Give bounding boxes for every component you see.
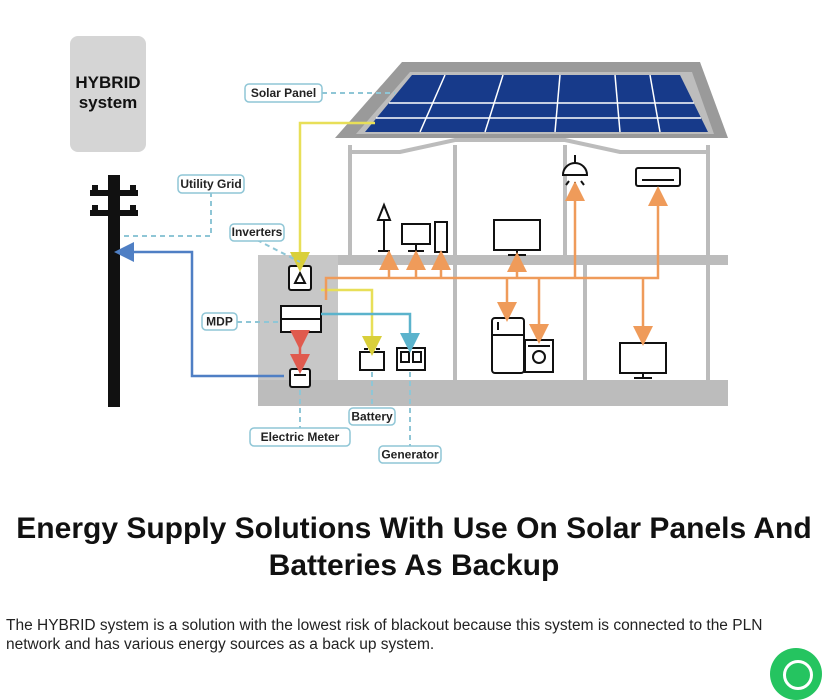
chat-icon: [783, 660, 813, 690]
badge-line-1: HYBRID: [75, 73, 140, 92]
svg-text:Electric Meter: Electric Meter: [261, 430, 340, 444]
hybrid-system-diagram: HYBRID system: [70, 36, 728, 464]
inverter-icon: [288, 265, 312, 291]
label-battery: Battery: [348, 407, 396, 426]
svg-text:Inverters: Inverters: [232, 225, 283, 239]
solar-panel-array-icon: [365, 74, 708, 133]
ground-floor: [258, 380, 728, 406]
article-body: The HYBRID system is a solution with the…: [6, 616, 806, 654]
label-mdp: MDP: [201, 312, 238, 331]
middle-floor: [258, 255, 728, 265]
battery-icon: [359, 348, 385, 371]
badge-line-2: system: [79, 93, 138, 112]
heading-line-2: Batteries As Backup: [268, 549, 560, 582]
label-solar-panel: Solar Panel: [244, 83, 323, 103]
desktop-computer-icon: [401, 221, 448, 253]
electric-meter-icon: [289, 368, 311, 388]
desk-lamp-icon: [376, 202, 392, 252]
svg-text:Utility Grid: Utility Grid: [180, 177, 241, 191]
label-utility-grid: Utility Grid: [177, 174, 245, 194]
chat-button[interactable]: [770, 648, 822, 700]
hybrid-system-badge: HYBRID system: [70, 36, 146, 152]
generator-line: [321, 312, 420, 353]
svg-text:Battery: Battery: [351, 410, 393, 424]
label-generator: Generator: [378, 445, 442, 464]
grid-feed-line: [114, 242, 284, 378]
article-heading: Energy Supply Solutions With Use On Sola…: [0, 510, 828, 584]
solar-power-line: [290, 121, 382, 356]
body-line-1: The HYBRID system is a solution with the…: [6, 617, 763, 634]
air-conditioner-icon: [635, 167, 681, 187]
mdp-panel-icon: [280, 305, 322, 333]
stove-oven-icon: [524, 339, 554, 373]
svg-text:Solar Panel: Solar Panel: [251, 86, 316, 100]
refrigerator-icon: [491, 317, 525, 374]
svg-text:MDP: MDP: [206, 315, 233, 329]
heading-line-1: Energy Supply Solutions With Use On Sola…: [16, 512, 812, 545]
callout-connectors: [124, 92, 411, 446]
house-frame: [348, 138, 710, 382]
label-electric-meter: Electric Meter: [249, 427, 351, 447]
tv-icon: [619, 342, 667, 379]
monitor-icon: [493, 219, 541, 256]
label-inverters: Inverters: [229, 223, 285, 242]
body-line-2: network and has various energy sources a…: [6, 636, 435, 653]
svg-text:Generator: Generator: [381, 448, 439, 462]
generator-icon: [396, 347, 426, 371]
household-power-lines: [324, 181, 668, 346]
utility-pole-icon: [90, 175, 138, 407]
house-roof: [335, 62, 728, 138]
